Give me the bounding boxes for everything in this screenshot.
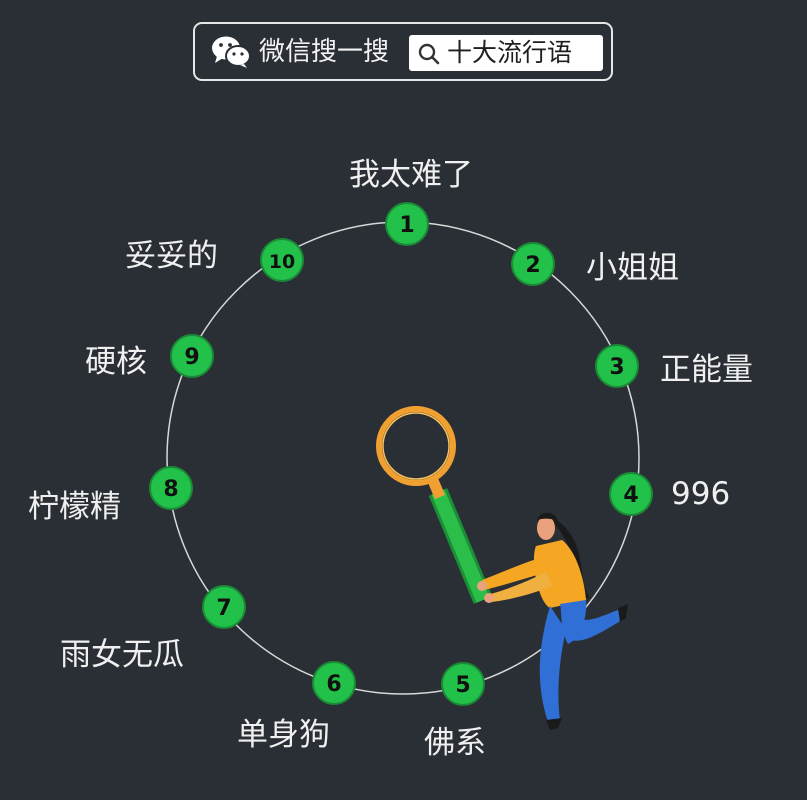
term-label-5: 佛系 bbox=[424, 725, 486, 761]
term-node-circle bbox=[595, 344, 639, 388]
term-node-number: 5 bbox=[455, 673, 470, 698]
term-label-7: 雨女无瓜 bbox=[60, 637, 184, 673]
woman-figure-icon bbox=[477, 512, 628, 730]
search-query-text: 十大流行语 bbox=[447, 38, 573, 67]
term-node-number: 3 bbox=[609, 355, 624, 380]
term-node-number: 2 bbox=[525, 253, 540, 278]
term-node-circle bbox=[202, 585, 246, 629]
term-node-10: 10 bbox=[260, 238, 304, 282]
clock-nodes: 1 2 3 4 5 6 7 8 9 10 bbox=[149, 202, 653, 706]
search-icon bbox=[418, 43, 440, 65]
term-node-4: 4 bbox=[609, 472, 653, 516]
term-node-5: 5 bbox=[441, 662, 485, 706]
term-node-circle bbox=[149, 466, 193, 510]
term-label-4: 996 bbox=[671, 476, 731, 512]
term-node-2: 2 bbox=[511, 242, 555, 286]
term-node-1: 1 bbox=[385, 202, 429, 246]
term-node-number: 9 bbox=[184, 345, 199, 370]
term-node-number: 6 bbox=[326, 672, 341, 697]
term-node-number: 8 bbox=[163, 477, 178, 502]
term-node-number: 7 bbox=[216, 596, 231, 621]
term-node-circle bbox=[170, 334, 214, 378]
term-label-6: 单身狗 bbox=[237, 717, 330, 753]
term-node-3: 3 bbox=[595, 344, 639, 388]
term-label-9: 硬核 bbox=[85, 344, 147, 380]
term-node-circle bbox=[441, 662, 485, 706]
term-node-number: 4 bbox=[623, 483, 638, 508]
magnifier-icon bbox=[376, 406, 493, 604]
term-label-2: 小姐姐 bbox=[586, 250, 679, 286]
term-node-6: 6 bbox=[312, 661, 356, 705]
search-header: 微信搜一搜 十大流行语 bbox=[193, 22, 613, 81]
term-label-1: 我太难了 bbox=[349, 157, 473, 193]
term-node-number: 1 bbox=[399, 213, 414, 238]
term-node-circle bbox=[260, 238, 304, 282]
term-label-10: 妥妥的 bbox=[125, 238, 218, 274]
wechat-logo-icon bbox=[212, 36, 251, 68]
term-node-9: 9 bbox=[170, 334, 214, 378]
term-label-8: 柠檬精 bbox=[28, 489, 121, 525]
term-node-7: 7 bbox=[202, 585, 246, 629]
term-node-circle bbox=[609, 472, 653, 516]
term-node-circle bbox=[511, 242, 555, 286]
search-input[interactable]: 十大流行语 bbox=[409, 35, 603, 71]
term-label-3: 正能量 bbox=[660, 352, 753, 388]
term-node-number: 10 bbox=[269, 251, 295, 273]
search-app-label: 微信搜一搜 bbox=[259, 37, 390, 67]
term-node-8: 8 bbox=[149, 466, 193, 510]
term-node-circle bbox=[385, 202, 429, 246]
term-node-circle bbox=[312, 661, 356, 705]
